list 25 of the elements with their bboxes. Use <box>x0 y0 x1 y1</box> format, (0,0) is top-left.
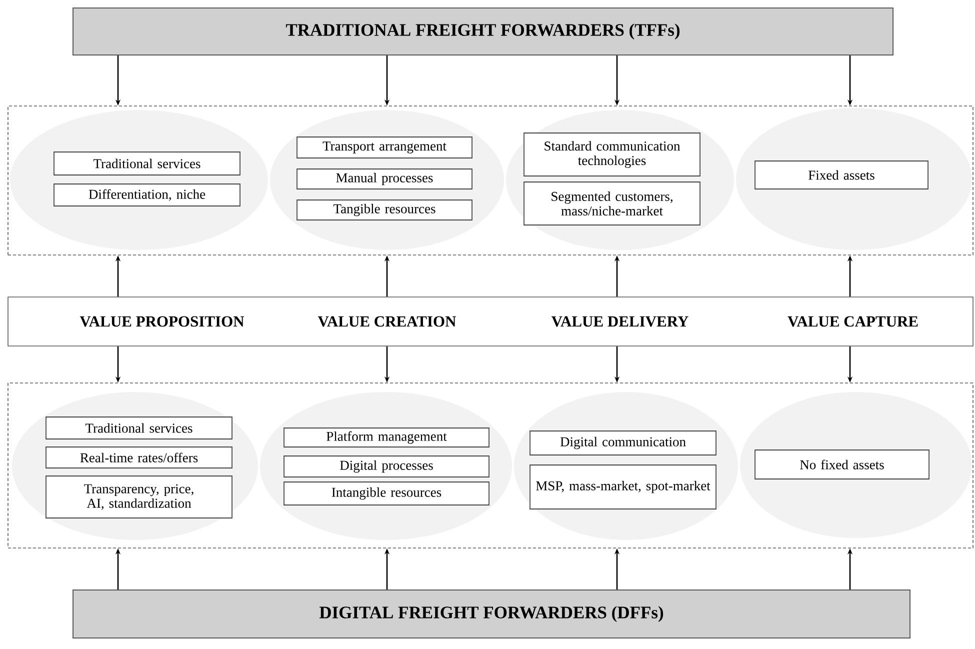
text-box: Fixed assets <box>754 160 928 190</box>
header-box: DIGITAL FREIGHT FORWARDERS (DFFs) <box>72 590 910 638</box>
dashed-panel <box>8 106 974 256</box>
text-box: Platform management <box>284 428 490 448</box>
text-box: No fixed assets <box>754 450 930 480</box>
text-box: Digital communication <box>530 430 716 456</box>
text-box: MSP, mass-market, spot-market <box>530 464 716 510</box>
dashed-panel <box>8 382 974 548</box>
text-box: Traditional services <box>54 152 240 176</box>
text-box: Traditional services <box>46 416 232 440</box>
text-box: Real-time rates/offers <box>46 446 232 468</box>
text-box: Digital processes <box>284 456 490 478</box>
text-box: Transparency, price, AI, standardization <box>46 476 232 518</box>
text-box: Segmented customers, mass/niche-market <box>524 182 700 226</box>
text-box: Tangible resources <box>296 200 472 220</box>
text-box: Standard communication technologies <box>524 132 700 176</box>
text-box: Transport arrangement <box>296 136 472 158</box>
header-box: TRADITIONAL FREIGHT FORWARDERS (TFFs) <box>72 8 894 56</box>
text-box: Intangible resources <box>284 482 490 506</box>
text-box: Differentiation, niche <box>54 184 240 206</box>
text-box: Manual processes <box>296 168 472 190</box>
column-heading: VALUE CREATION <box>318 316 456 327</box>
column-heading: VALUE CAPTURE <box>788 316 918 327</box>
column-heading: VALUE DELIVERY <box>551 316 688 327</box>
column-heading: VALUE PROPOSITION <box>80 316 244 327</box>
